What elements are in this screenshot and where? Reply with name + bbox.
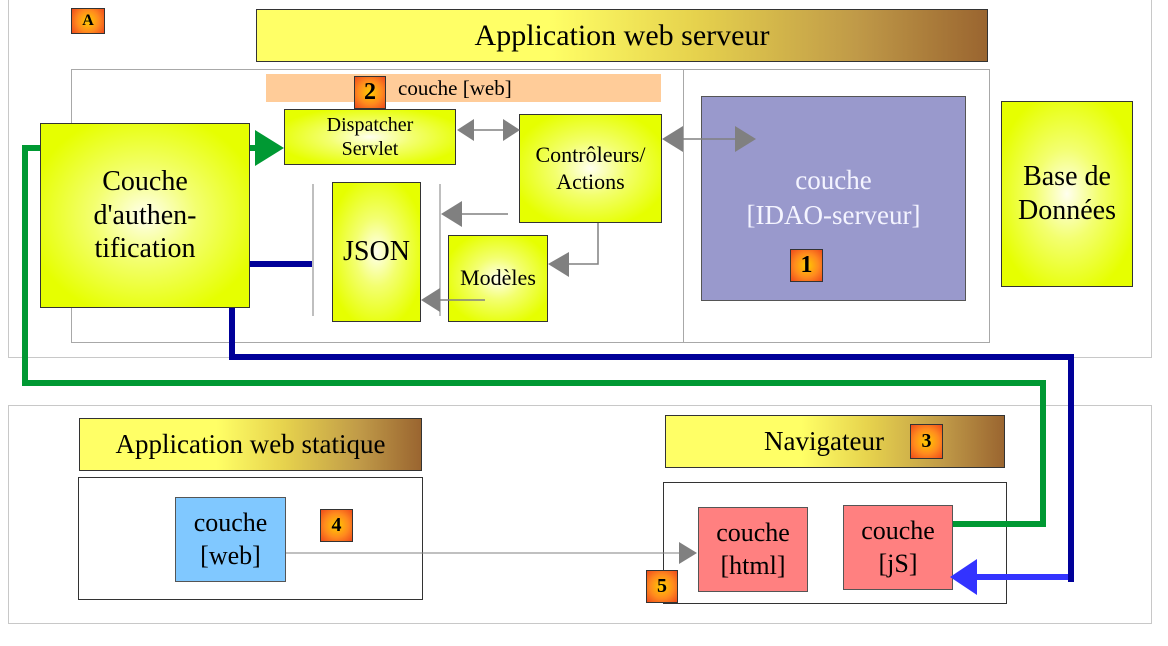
static-web-layer-label: couche [web]: [193, 508, 268, 570]
web-layer-band: [266, 74, 661, 102]
auth-layer-box[interactable]: Couche d'authen- tification: [40, 123, 250, 308]
controllers-label: Contrôleurs/ Actions: [535, 142, 646, 194]
badge-3: 3: [909, 424, 943, 459]
controllers-box[interactable]: Contrôleurs/ Actions: [519, 114, 662, 223]
dispatcher-servlet-box[interactable]: Dispatcher Servlet: [284, 109, 456, 165]
badge-5: 5: [646, 570, 678, 603]
badge-a: A: [71, 8, 105, 34]
idao-server-box[interactable]: couche [IDAO-serveur] 1: [701, 96, 966, 301]
badge-4: 4: [320, 509, 353, 542]
idao-server-label: couche [IDAO-serveur]: [746, 165, 921, 231]
database-box[interactable]: Base de Données: [1001, 101, 1133, 287]
static-app-title-text: Application web statique: [115, 429, 386, 459]
badge-1: 1: [790, 249, 823, 282]
json-label: JSON: [343, 236, 410, 268]
html-layer-box[interactable]: couche [html]: [698, 507, 808, 592]
html-layer-label: couche [html]: [716, 518, 790, 580]
badge-2: 2: [354, 76, 386, 109]
dispatcher-servlet-label: Dispatcher Servlet: [326, 114, 414, 160]
static-app-title: Application web statique: [79, 418, 422, 471]
browser-title: Navigateur 3: [665, 415, 1005, 468]
static-web-layer-box[interactable]: couche [web]: [175, 497, 286, 582]
models-label: Modèles: [460, 265, 536, 291]
auth-layer-label: Couche d'authen- tification: [93, 166, 197, 265]
server-app-title: Application web serveur: [256, 9, 988, 62]
models-box[interactable]: Modèles: [448, 235, 548, 322]
layer-divider: [683, 69, 684, 343]
web-layer-label: couche [web]: [398, 76, 512, 100]
browser-title-text: Navigateur: [764, 426, 884, 456]
database-label: Base de Données: [1018, 161, 1116, 226]
js-layer-box[interactable]: couche [jS]: [843, 505, 953, 590]
js-layer-label: couche [jS]: [861, 516, 935, 578]
server-app-title-text: Application web serveur: [474, 18, 770, 52]
json-box[interactable]: JSON: [332, 182, 421, 322]
